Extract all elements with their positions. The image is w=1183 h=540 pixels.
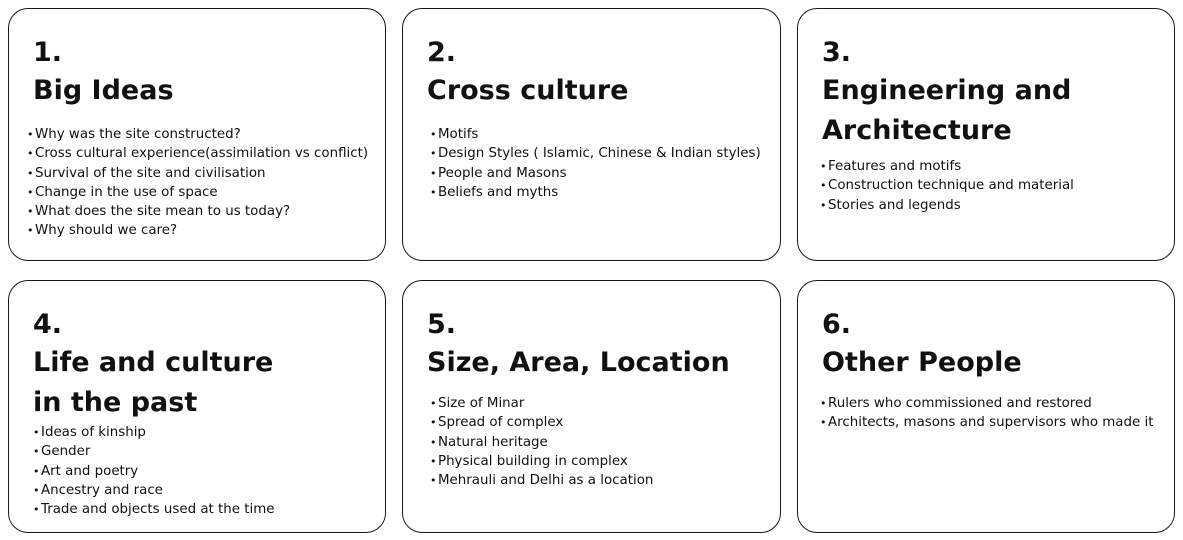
list-item: Physical building in complex <box>430 452 653 471</box>
list-item: Design Styles ( Islamic, Chinese & India… <box>430 144 761 163</box>
list-item: Cross cultural experience(assimilation v… <box>27 144 368 163</box>
card-number: 2. <box>427 37 457 68</box>
list-item: Natural heritage <box>430 433 653 452</box>
card-cross-culture: 2. Cross culture Motifs Design Styles ( … <box>402 8 781 261</box>
card-title-line: Cross culture <box>427 75 629 106</box>
card-title-line: Engineering and <box>822 75 1072 106</box>
card-big-ideas: 1. Big Ideas Why was the site constructe… <box>8 8 386 261</box>
card-engineering-architecture: 3. Engineering and Architecture Features… <box>797 8 1175 261</box>
card-size-area-location: 5. Size, Area, Location Size of Minar Sp… <box>402 280 781 533</box>
card-life-and-culture: 4. Life and culture in the past Ideas of… <box>8 280 386 533</box>
card-number: 6. <box>822 309 852 340</box>
card-number: 3. <box>822 37 852 68</box>
card-title-line: Big Ideas <box>33 75 174 106</box>
card-number: 4. <box>33 309 63 340</box>
bullet-list: Features and motifs Construction techniq… <box>820 157 1074 215</box>
list-item: Trade and objects used at the time <box>33 500 275 519</box>
list-item: Change in the use of space <box>27 183 368 202</box>
list-item: Features and motifs <box>820 157 1074 176</box>
list-item: Size of Minar <box>430 394 653 413</box>
list-item: Motifs <box>430 125 761 144</box>
list-item: What does the site mean to us today? <box>27 202 368 221</box>
card-title-line: Architecture <box>822 115 1012 146</box>
list-item: Beliefs and myths <box>430 183 761 202</box>
list-item: Survival of the site and civilisation <box>27 164 368 183</box>
card-title: Engineering and Architecture <box>822 71 1071 151</box>
bullet-list: Ideas of kinship Gender Art and poetry A… <box>33 423 275 519</box>
bullet-list: Size of Minar Spread of complex Natural … <box>430 394 653 490</box>
bullet-list: Why was the site constructed? Cross cult… <box>27 125 368 241</box>
bullet-list: Motifs Design Styles ( Islamic, Chinese … <box>430 125 761 202</box>
list-item: Rulers who commissioned and restored <box>820 394 1153 413</box>
card-number: 5. <box>427 309 457 340</box>
card-title-line: Size, Area, Location <box>427 347 730 378</box>
card-title: Size, Area, Location <box>427 343 730 383</box>
card-title-line: Other People <box>822 347 1022 378</box>
card-title: Life and culture in the past <box>33 343 273 423</box>
list-item: Architects, masons and supervisors who m… <box>820 413 1153 432</box>
card-title: Other People <box>822 343 1022 383</box>
list-item: Construction technique and material <box>820 176 1074 195</box>
list-item: Ideas of kinship <box>33 423 275 442</box>
card-title-line: in the past <box>33 387 198 418</box>
bullet-list: Rulers who commissioned and restored Arc… <box>820 394 1153 433</box>
list-item: Art and poetry <box>33 462 275 481</box>
card-title-line: Life and culture <box>33 347 274 378</box>
list-item: Stories and legends <box>820 196 1074 215</box>
card-other-people: 6. Other People Rulers who commissioned … <box>797 280 1175 533</box>
list-item: Spread of complex <box>430 413 653 432</box>
card-title: Cross culture <box>427 71 628 111</box>
list-item: Gender <box>33 442 275 461</box>
list-item: Mehrauli and Delhi as a location <box>430 471 653 490</box>
list-item: Ancestry and race <box>33 481 275 500</box>
list-item: People and Masons <box>430 164 761 183</box>
card-title: Big Ideas <box>33 71 174 111</box>
list-item: Why was the site constructed? <box>27 125 368 144</box>
list-item: Why should we care? <box>27 221 368 240</box>
card-number: 1. <box>33 37 63 68</box>
